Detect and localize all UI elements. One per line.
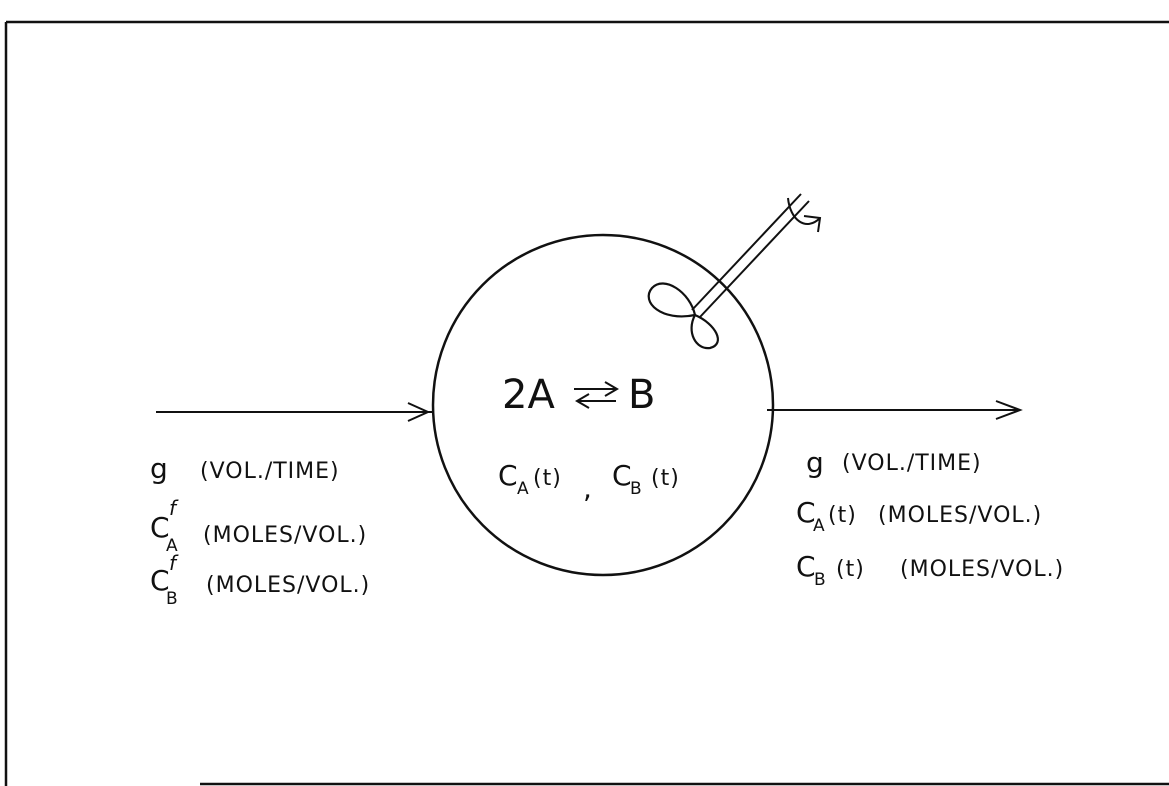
vessel-conc-b-arg: (t) (651, 466, 680, 491)
inlet-flow-symbol: g (150, 452, 168, 485)
outlet-conc-b-arg: (t) (836, 557, 865, 582)
inlet-feed-a-sup: f (169, 496, 179, 520)
rotation-arrow-icon (787, 197, 822, 233)
reaction-lhs: 2A (502, 372, 555, 418)
outlet-conc-a-arg: (t) (828, 503, 857, 528)
outlet-flow-symbol: g (806, 446, 824, 479)
inlet-feed-b-sub: B (166, 589, 178, 609)
vessel-conc-b-sub: B (630, 479, 642, 499)
outlet-conc-a-symbol: C (796, 496, 816, 529)
inlet-feed-b-symbol: C (150, 564, 170, 597)
inlet-labels: g (VOL./TIME) C f A (MOLES/VOL.) C f B (… (150, 452, 370, 609)
inlet-feed-b-sup: f (169, 551, 179, 575)
inlet-feed-a-sub: A (166, 536, 178, 556)
inlet-feed-b-units: (MOLES/VOL.) (206, 573, 370, 598)
stirrer-shaft (691, 193, 810, 318)
inlet-arrow (156, 402, 433, 422)
vessel-separator: , (583, 472, 592, 505)
outlet-conc-a-units: (MOLES/VOL.) (878, 503, 1042, 528)
reaction-rhs: B (628, 372, 655, 418)
vessel-conc-b-symbol: C (612, 459, 632, 492)
outlet-conc-a-sub: A (813, 516, 825, 536)
outlet-conc-b-symbol: C (796, 550, 816, 583)
vessel-conc-a-arg: (t) (533, 466, 562, 491)
vessel-conc-a-symbol: C (498, 459, 518, 492)
reactor-vessel (431, 233, 775, 577)
outlet-flow-units: (VOL./TIME) (842, 451, 982, 476)
impeller-icon (647, 282, 719, 350)
outlet-arrow (767, 400, 1023, 420)
inlet-feed-a-symbol: C (150, 511, 170, 544)
equilibrium-arrows-icon (574, 381, 619, 409)
outlet-labels: g (VOL./TIME) C A (t) (MOLES/VOL.) C B (… (796, 446, 1064, 590)
inlet-flow-units: (VOL./TIME) (200, 459, 340, 484)
vessel-concentrations: C A (t) , C B (t) (498, 459, 680, 505)
outlet-conc-b-units: (MOLES/VOL.) (900, 557, 1064, 582)
diagram-border (4, 20, 1169, 786)
outlet-conc-b-sub: B (814, 570, 826, 590)
inlet-feed-a-units: (MOLES/VOL.) (203, 523, 367, 548)
vessel-conc-a-sub: A (517, 479, 529, 499)
